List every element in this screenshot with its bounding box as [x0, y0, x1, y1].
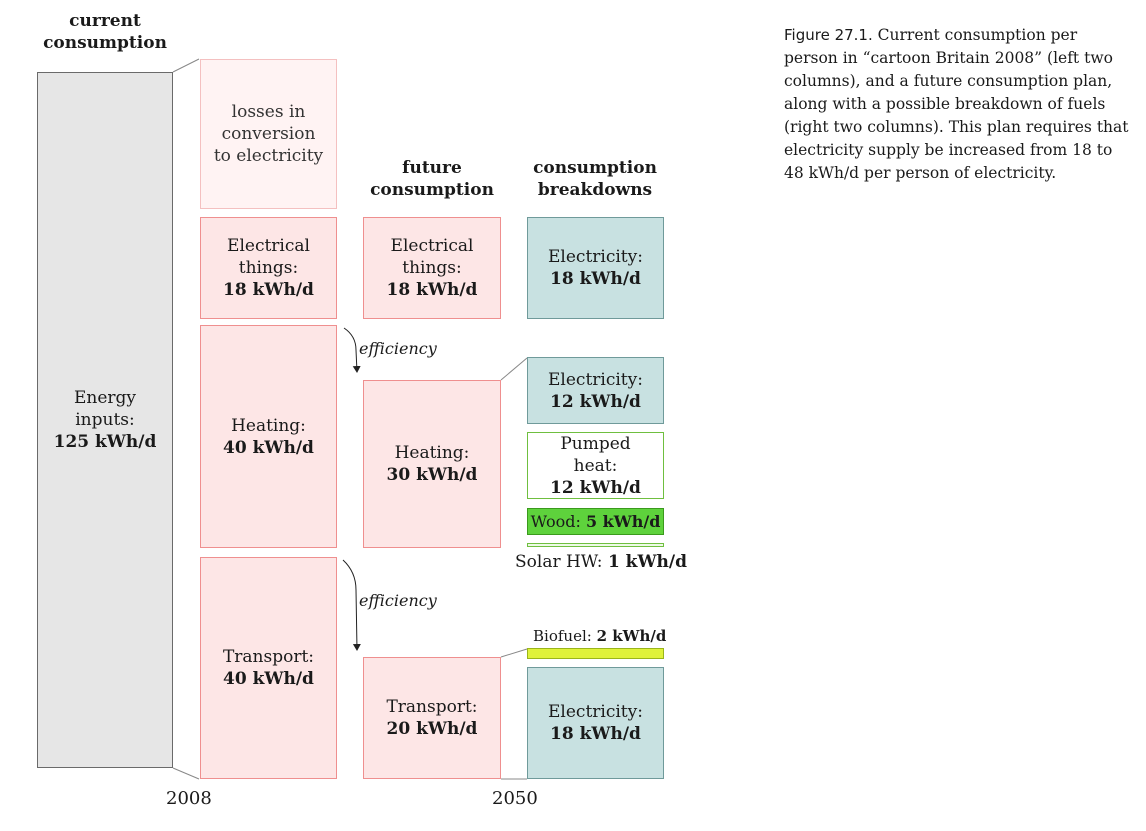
breakdown-solar-hw-label: Solar HW: 1 kWh/d [515, 552, 687, 572]
future-electrical-line1: Electrical [390, 236, 474, 256]
current-transport-box: Transport: 40 kWh/d [200, 557, 337, 779]
future-heating-line1: Heating: [394, 443, 470, 463]
breakdown-pumped-heat-value: 12 kWh/d [550, 477, 641, 498]
current-electrical-line2: things: [238, 258, 299, 278]
future-heating-value: 30 kWh/d [386, 465, 478, 485]
future-electrical-line2: things: [402, 258, 462, 278]
losses-line1: losses in [231, 102, 306, 122]
breakdown-electricity-heat-line1: Electricity: [548, 369, 643, 390]
future-electrical-box: Electrical things: 18 kWh/d [363, 217, 501, 319]
current-transport-value: 40 kWh/d [223, 669, 314, 689]
connector-top-left [172, 58, 200, 73]
current-electrical-box: Electrical things: 18 kWh/d [200, 217, 337, 319]
future-heating-box: Heating: 30 kWh/d [363, 380, 501, 548]
breakdown-electricity-heat-value: 12 kWh/d [550, 391, 641, 412]
losses-line2: conversion [221, 124, 316, 144]
breakdown-electricity-heat-box: Electricity: 12 kWh/d [527, 357, 664, 424]
breakdown-electricity-top-value: 18 kWh/d [550, 269, 641, 289]
breakdown-wood-box: Wood: 5 kWh/d [527, 508, 664, 535]
heading-consumption-breakdowns: consumption breakdowns [522, 157, 668, 201]
future-transport-box: Transport: 20 kWh/d [363, 657, 501, 779]
efficiency-arrow-heating [343, 327, 361, 373]
current-electrical-line1: Electrical [227, 236, 310, 256]
heading-current-consumption: current consumption [40, 10, 170, 54]
efficiency-label-heating: efficiency [359, 339, 437, 358]
energy-inputs-label1: Energy [73, 388, 137, 408]
breakdown-pumped-heat-box: Pumped heat: 12 kWh/d [527, 432, 664, 499]
breakdown-electricity-top-box: Electricity: 18 kWh/d [527, 217, 664, 319]
breakdown-wood-value: 5 kWh/d [585, 511, 661, 531]
breakdown-wood-label: Wood: [530, 511, 586, 531]
breakdown-solar-hw-value: 1 kWh/d [607, 552, 688, 572]
heading-current-line1: current [69, 11, 141, 31]
connector-heating-breakdown [500, 357, 528, 381]
heading-future-line2: consumption [370, 180, 494, 200]
breakdown-solar-hw-bar [527, 543, 664, 547]
energy-inputs-label2: inputs: [75, 410, 135, 430]
breakdown-biofuel-label: Biofuel: 2 kWh/d [533, 626, 666, 646]
heading-future-line1: future [402, 158, 462, 178]
efficiency-arrow-transport [342, 559, 361, 651]
breakdown-biofuel-text: Biofuel: [533, 627, 597, 645]
energy-inputs-box: Energy inputs: 125 kWh/d [37, 72, 173, 768]
connector-transport-breakdown [500, 648, 528, 658]
breakdown-solar-hw-text: Solar HW: [515, 552, 608, 572]
current-electrical-value: 18 kWh/d [223, 280, 314, 300]
caption-text: Current consumption per person in “carto… [784, 26, 1129, 182]
current-heating-line1: Heating: [231, 415, 306, 436]
future-transport-line1: Transport: [386, 697, 478, 717]
breakdown-electricity-transport-box: Electricity: 18 kWh/d [527, 667, 664, 779]
figure-number: Figure 27.1. [784, 26, 873, 44]
breakdown-pumped-heat-line2: heat: [573, 455, 618, 476]
future-electrical-value: 18 kWh/d [386, 280, 478, 300]
breakdown-electricity-transport-value: 18 kWh/d [550, 724, 641, 744]
year-2050: 2050 [492, 788, 538, 809]
breakdown-pumped-heat-line1: Pumped [560, 433, 631, 454]
figure-caption: Figure 27.1. Current consumption per per… [784, 24, 1129, 185]
energy-inputs-value: 125 kWh/d [53, 432, 157, 452]
current-heating-box: Heating: 40 kWh/d [200, 325, 337, 548]
heading-breakdown-line1: consumption [533, 158, 657, 178]
losses-line3: to electricity [213, 146, 324, 166]
breakdown-biofuel-value: 2 kWh/d [596, 627, 667, 645]
connector-bottom-left [172, 767, 200, 780]
year-2008: 2008 [166, 788, 212, 809]
current-heating-value: 40 kWh/d [223, 437, 314, 458]
breakdown-electricity-transport-line1: Electricity: [548, 702, 643, 722]
heading-current-line2: consumption [43, 33, 167, 53]
losses-box: losses in conversion to electricity [200, 59, 337, 209]
heading-breakdown-line2: breakdowns [537, 180, 653, 200]
breakdown-electricity-top-line1: Electricity: [548, 247, 643, 267]
current-transport-line1: Transport: [222, 647, 315, 667]
efficiency-label-transport: efficiency [359, 591, 437, 610]
heading-future-consumption: future consumption [363, 157, 501, 201]
future-transport-value: 20 kWh/d [386, 719, 478, 739]
breakdown-biofuel-bar [527, 648, 664, 659]
